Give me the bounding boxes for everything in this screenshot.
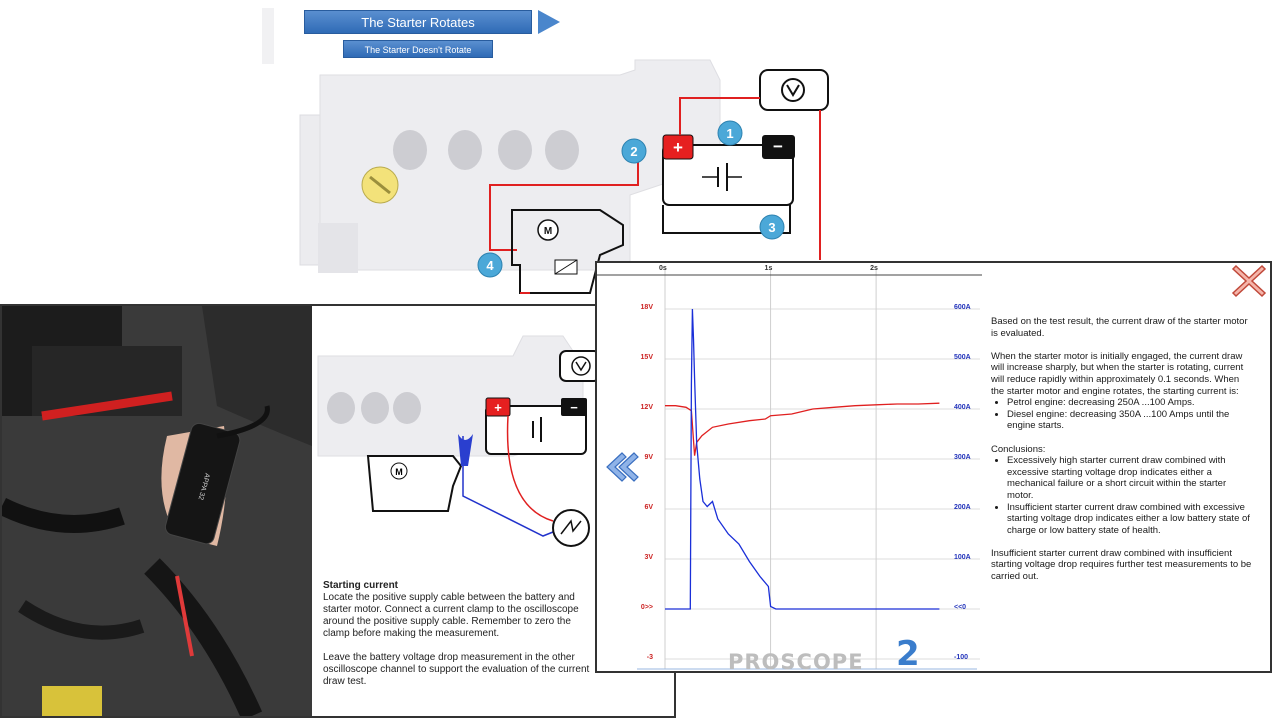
left-axis-tick-label: -3 bbox=[646, 654, 653, 661]
left-axis-tick-label: 12V bbox=[640, 404, 653, 411]
instructions-text: Starting current Locate the positive sup… bbox=[323, 580, 595, 700]
engine-current-list: Petrol engine: decreasing 250A ...100 Am… bbox=[991, 397, 1253, 432]
instructions-title: Starting current bbox=[323, 580, 399, 591]
step-badge-3[interactable]: 3 bbox=[759, 214, 785, 240]
current-clamp-meter-device: APPA 32 bbox=[164, 422, 241, 545]
battery-plus-label-2: + bbox=[494, 400, 502, 415]
right-axis-tick-label: 200A bbox=[954, 504, 971, 511]
engine-bay-photo: APPA 32 bbox=[2, 306, 312, 716]
svg-text:4: 4 bbox=[486, 258, 494, 273]
voltmeter-icon bbox=[781, 78, 805, 102]
series-line-voltage bbox=[665, 402, 940, 456]
nav-strip bbox=[262, 8, 274, 64]
oscilloscope-chart bbox=[597, 269, 982, 670]
battery-plus-label: + bbox=[673, 138, 683, 157]
starter-motor bbox=[537, 219, 578, 275]
right-axis-tick-label: 100A bbox=[954, 554, 971, 561]
evaluation-paragraph-3: Insufficient starter current draw combin… bbox=[991, 547, 1252, 583]
left-axis-tick-label: 0>> bbox=[640, 604, 653, 611]
left-axis-tick-label: 15V bbox=[640, 354, 653, 361]
list-item: Diesel engine: decreasing 350A ...100 Am… bbox=[1007, 409, 1253, 432]
instructions-paragraph-2: Leave the battery voltage drop measureme… bbox=[323, 652, 590, 687]
evaluation-paragraph-2: When the starter motor is initially enga… bbox=[991, 350, 1244, 397]
close-icon[interactable] bbox=[1230, 262, 1268, 300]
step-badge-1[interactable]: 1 bbox=[717, 120, 743, 146]
proscope-logo-text: PROSCOPE bbox=[728, 650, 864, 674]
conclusions-list: Excessively high starter current draw co… bbox=[991, 455, 1253, 536]
list-item: Petrol engine: decreasing 250A ...100 Am… bbox=[1007, 397, 1253, 409]
right-axis-tick-label: 400A bbox=[954, 404, 971, 411]
engine-silhouette bbox=[299, 59, 721, 273]
battery-minus-label-2: − bbox=[570, 400, 578, 415]
left-axis-tick-label: 3V bbox=[644, 554, 653, 561]
next-arrow-icon[interactable] bbox=[538, 10, 560, 34]
left-axis-tick-label: 9V bbox=[644, 454, 653, 461]
left-axis-tick-label: 6V bbox=[644, 504, 653, 511]
scope-result-panel bbox=[595, 261, 1272, 673]
step-badge-4[interactable]: 4 bbox=[477, 252, 503, 278]
step-badge-2[interactable]: 2 bbox=[621, 138, 647, 164]
x-axis-tick-label: 2s bbox=[870, 265, 878, 272]
list-item: Excessively high starter current draw co… bbox=[1007, 455, 1253, 501]
x-axis-tick-label: 0s bbox=[659, 265, 667, 272]
left-axis-tick-label: 18V bbox=[640, 304, 653, 311]
evaluation-paragraph-1: Based on the test result, the current dr… bbox=[991, 316, 1248, 339]
motor-label: M bbox=[544, 226, 552, 237]
evaluation-text: Based on the test result, the current dr… bbox=[991, 316, 1253, 594]
chart-series bbox=[665, 308, 940, 610]
right-axis-tick-label: -100 bbox=[954, 654, 969, 661]
proscope-logo-version: 2 bbox=[896, 634, 920, 674]
instructions-paragraph-1: Locate the positive supply cable between… bbox=[323, 592, 579, 639]
right-axis-tick-label: <<0 bbox=[954, 604, 967, 611]
measurement-setup-diagram: + − M bbox=[317, 335, 601, 547]
double-chevron-left-icon[interactable] bbox=[604, 450, 640, 484]
battery-minus-label: − bbox=[773, 137, 783, 156]
chart-grid bbox=[597, 269, 982, 670]
svg-text:2: 2 bbox=[630, 144, 637, 159]
right-axis-tick-label: 600A bbox=[954, 304, 971, 311]
svg-text:3: 3 bbox=[768, 220, 775, 235]
nav-button-starter-rotates[interactable]: The Starter Rotates bbox=[304, 10, 532, 34]
nav-button-starter-doesnt-rotate[interactable]: The Starter Doesn't Rotate bbox=[343, 40, 493, 58]
right-axis-tick-label: 500A bbox=[954, 354, 971, 361]
series-line-current bbox=[665, 308, 940, 610]
motor-label-2: M bbox=[395, 467, 403, 477]
conclusions-title: Conclusions: bbox=[991, 443, 1046, 455]
svg-text:1: 1 bbox=[726, 126, 733, 141]
right-axis-tick-label: 300A bbox=[954, 454, 971, 461]
x-axis-tick-label: 1s bbox=[764, 265, 773, 272]
wiring-diagram: + − M 1 2 3 4 bbox=[299, 59, 829, 294]
list-item: Insufficient starter current draw combin… bbox=[1007, 502, 1253, 537]
